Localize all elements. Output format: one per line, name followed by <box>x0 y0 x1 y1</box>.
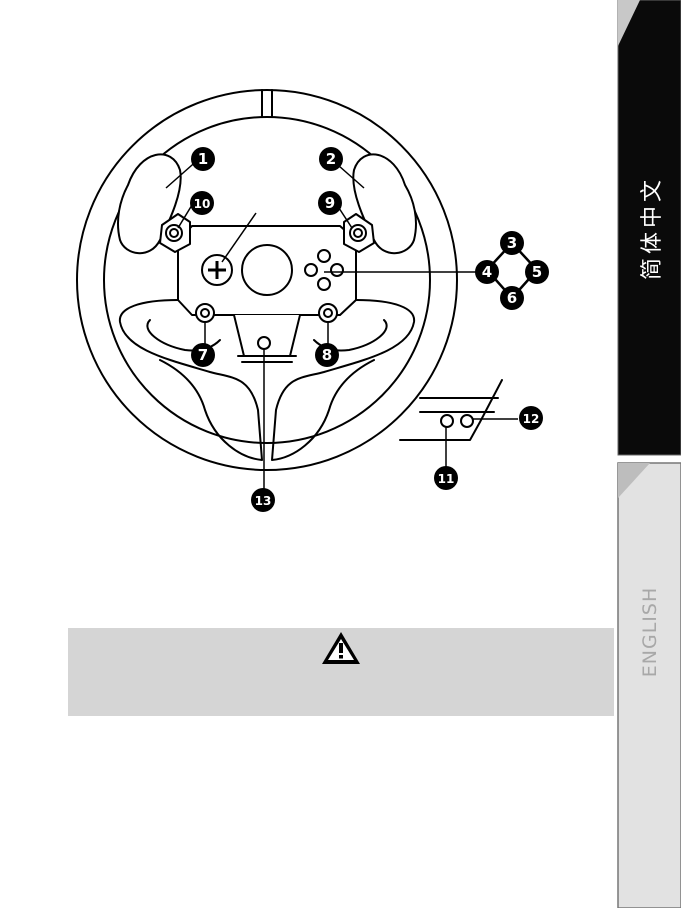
callout-number: 9 <box>325 194 335 212</box>
tab-english-label: ENGLISH <box>639 587 661 677</box>
callout-number: 1 <box>198 150 208 168</box>
tab-chinese-label: 简体中文 <box>634 175 666 279</box>
callout-number: 3 <box>507 234 517 252</box>
callout-number: 11 <box>438 472 455 486</box>
callout-number: 10 <box>194 197 211 211</box>
callout-number: 5 <box>532 263 542 281</box>
callout-number: 4 <box>482 263 492 281</box>
warning-box <box>68 628 614 716</box>
callout-number: 13 <box>255 494 272 508</box>
callout-number: 7 <box>198 346 208 364</box>
callout-number: 2 <box>326 150 336 168</box>
callout-number: 12 <box>523 412 540 426</box>
wheel-lower-hub <box>234 315 300 356</box>
tab-english[interactable]: ENGLISH <box>618 463 681 908</box>
callout-number: 6 <box>507 289 517 307</box>
tab-chinese[interactable]: 简体中文 <box>618 0 681 455</box>
warning-triangle-icon <box>320 630 362 666</box>
callout-number: 8 <box>322 346 332 364</box>
